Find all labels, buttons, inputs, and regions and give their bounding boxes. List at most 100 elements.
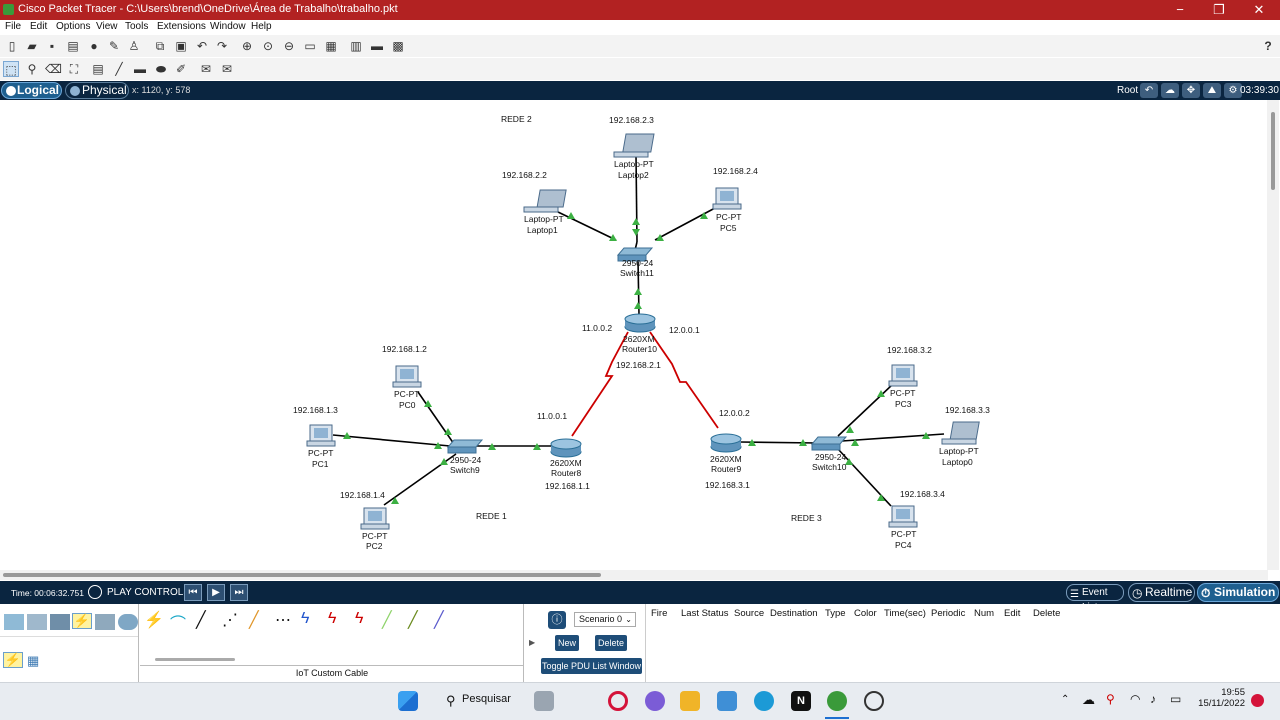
draw-ellipse-icon[interactable]: ⬬ [155, 62, 167, 76]
discord-icon[interactable] [645, 691, 665, 711]
play-button[interactable]: ▶ [207, 584, 225, 601]
save-icon[interactable]: ▪ [49, 39, 55, 53]
fiber-cable-icon[interactable]: ╱ [249, 612, 259, 629]
switch9-device[interactable] [446, 439, 484, 454]
laptop0-device[interactable] [941, 421, 980, 445]
resize-icon[interactable]: ⛶ [69, 62, 79, 76]
forward-step-button[interactable]: ⏭ [230, 584, 248, 601]
menu-edit[interactable]: Edit [30, 21, 48, 32]
menu-help[interactable]: Help [251, 21, 272, 32]
console-cable-icon[interactable]: ⌒ [170, 616, 187, 633]
back-icon[interactable]: ↶ [1140, 83, 1158, 98]
cable-scroll-thumb[interactable] [155, 658, 235, 661]
pc5-device[interactable] [712, 187, 742, 210]
menu-extensions[interactable]: Extensions [157, 21, 206, 32]
open-folder-icon[interactable]: ▰ [27, 39, 37, 53]
usb-cable-icon[interactable]: ╱ [434, 612, 444, 629]
components-category-icon[interactable] [50, 614, 70, 630]
copper-cross-icon[interactable]: ⋰ [222, 612, 238, 629]
pc3-device[interactable] [888, 364, 918, 387]
horizontal-scroll-thumb[interactable] [3, 573, 601, 577]
redo-icon[interactable]: ↷ [216, 39, 228, 53]
maximize-button[interactable]: ❐ [1213, 2, 1225, 17]
delete-icon[interactable]: ⌫ [45, 62, 62, 76]
undo-icon[interactable]: ↶ [196, 39, 208, 53]
vertical-scroll-thumb[interactable] [1271, 112, 1275, 190]
router8-device[interactable] [550, 438, 582, 458]
toggle-pdu-list-button[interactable]: Toggle PDU List Window [541, 658, 642, 674]
laptop1-device[interactable] [523, 189, 567, 213]
zoom-reset-icon[interactable]: ⊙ [262, 39, 274, 53]
copy-icon[interactable]: ⧉ [155, 39, 165, 53]
connections-subcategory-icon[interactable]: ⚡ [3, 652, 23, 668]
wizard-icon[interactable]: ✎ [108, 39, 120, 53]
scenario-select[interactable]: Scenario 0 ⌄ [574, 612, 636, 627]
multiuser-category-icon[interactable] [118, 614, 138, 630]
scenario-info-icon[interactable]: ⓘ [548, 611, 566, 629]
network-devices-category-icon[interactable] [4, 614, 24, 630]
octal-cable-icon[interactable]: ╱ [382, 612, 392, 629]
network-info-icon[interactable]: ▬ [371, 39, 383, 53]
zoom-in-icon[interactable]: ⊕ [241, 39, 253, 53]
back-step-button[interactable]: ⏮ [184, 584, 202, 601]
new-file-icon[interactable]: ▯ [8, 39, 16, 53]
notification-badge-icon[interactable] [1251, 694, 1264, 707]
chevron-up-icon[interactable]: ⌃ [1061, 694, 1070, 705]
edge-icon[interactable] [754, 691, 774, 711]
notion-icon[interactable]: N [791, 691, 811, 711]
select-icon[interactable]: ⬚ [3, 61, 19, 77]
move-object-icon[interactable]: ✥ [1182, 83, 1200, 98]
task-view-icon[interactable] [534, 691, 554, 711]
help-icon[interactable]: ? [1264, 39, 1272, 53]
photos-icon[interactable] [717, 691, 737, 711]
print-icon[interactable]: ▤ [67, 39, 79, 53]
switch10-device[interactable] [810, 436, 848, 451]
close-button[interactable]: ✕ [1253, 2, 1265, 17]
realtime-mode-button[interactable]: ◷ Realtime [1128, 583, 1195, 602]
end-devices-category-icon[interactable] [27, 614, 47, 630]
horizontal-scrollbar[interactable] [0, 570, 1268, 580]
menu-view[interactable]: View [96, 21, 118, 32]
structured-cabling-icon[interactable]: ▦ [27, 653, 40, 668]
viewport-icon-2[interactable]: ⚙ [1224, 83, 1242, 98]
vertical-scrollbar[interactable] [1267, 100, 1279, 570]
background-image-icon[interactable]: ⛰ [1203, 83, 1221, 98]
tab-physical[interactable]: Physical [65, 82, 129, 99]
pc1-device[interactable] [306, 424, 336, 447]
freeform-icon[interactable]: ✐ [175, 62, 187, 76]
simulation-mode-button[interactable]: ⏱ Simulation [1197, 583, 1279, 602]
inspect-icon[interactable]: ⚲ [27, 62, 37, 76]
user-profile-icon[interactable]: ♙ [128, 39, 140, 53]
note-icon[interactable]: ▤ [92, 62, 104, 76]
iot-cable-icon[interactable]: ╱ [408, 612, 418, 629]
paste-icon[interactable]: ▣ [175, 39, 187, 53]
draw-line-icon[interactable]: ╱ [115, 62, 123, 76]
viewport-icon[interactable]: ▥ [350, 39, 362, 53]
menu-tools[interactable]: Tools [125, 21, 149, 32]
phone-cable-icon[interactable]: ⋯ [275, 612, 291, 629]
coaxial-cable-icon[interactable]: ϟ [301, 610, 310, 627]
info-icon[interactable]: ● [90, 39, 98, 53]
battery-icon[interactable]: ▭ [1170, 692, 1182, 706]
zoom-out-icon[interactable]: ⊖ [283, 39, 295, 53]
complex-pdu-icon[interactable]: ✉ [221, 62, 233, 76]
new-scenario-button[interactable]: New [555, 635, 579, 651]
event-list-button[interactable]: ☰ Event List [1066, 584, 1124, 613]
windows-start-icon[interactable] [398, 691, 418, 711]
misc-category-icon[interactable] [95, 614, 115, 630]
draw-rectangle-icon[interactable]: ▬ [134, 62, 146, 76]
cluster-icon[interactable]: ☁ [1161, 83, 1179, 98]
power-cycle-icon[interactable] [88, 585, 102, 599]
taskbar-search[interactable]: Pesquisar [462, 693, 511, 705]
automatic-cable-icon[interactable]: ⚡ [144, 612, 164, 629]
microphone-icon[interactable]: ⚲ [1106, 692, 1115, 706]
laptop2-device[interactable] [613, 133, 655, 158]
connections-category-icon[interactable]: ⚡ [72, 613, 92, 629]
store-icon[interactable] [680, 691, 700, 711]
onedrive-icon[interactable]: ☁ [1082, 692, 1095, 707]
system-clock[interactable]: 19:55 15/11/2022 [1195, 687, 1245, 709]
router9-device[interactable] [710, 433, 742, 453]
switch11-device[interactable] [616, 247, 654, 262]
tab-logical[interactable]: Logical [1, 82, 62, 99]
search-icon[interactable]: ⚲ [446, 693, 456, 708]
